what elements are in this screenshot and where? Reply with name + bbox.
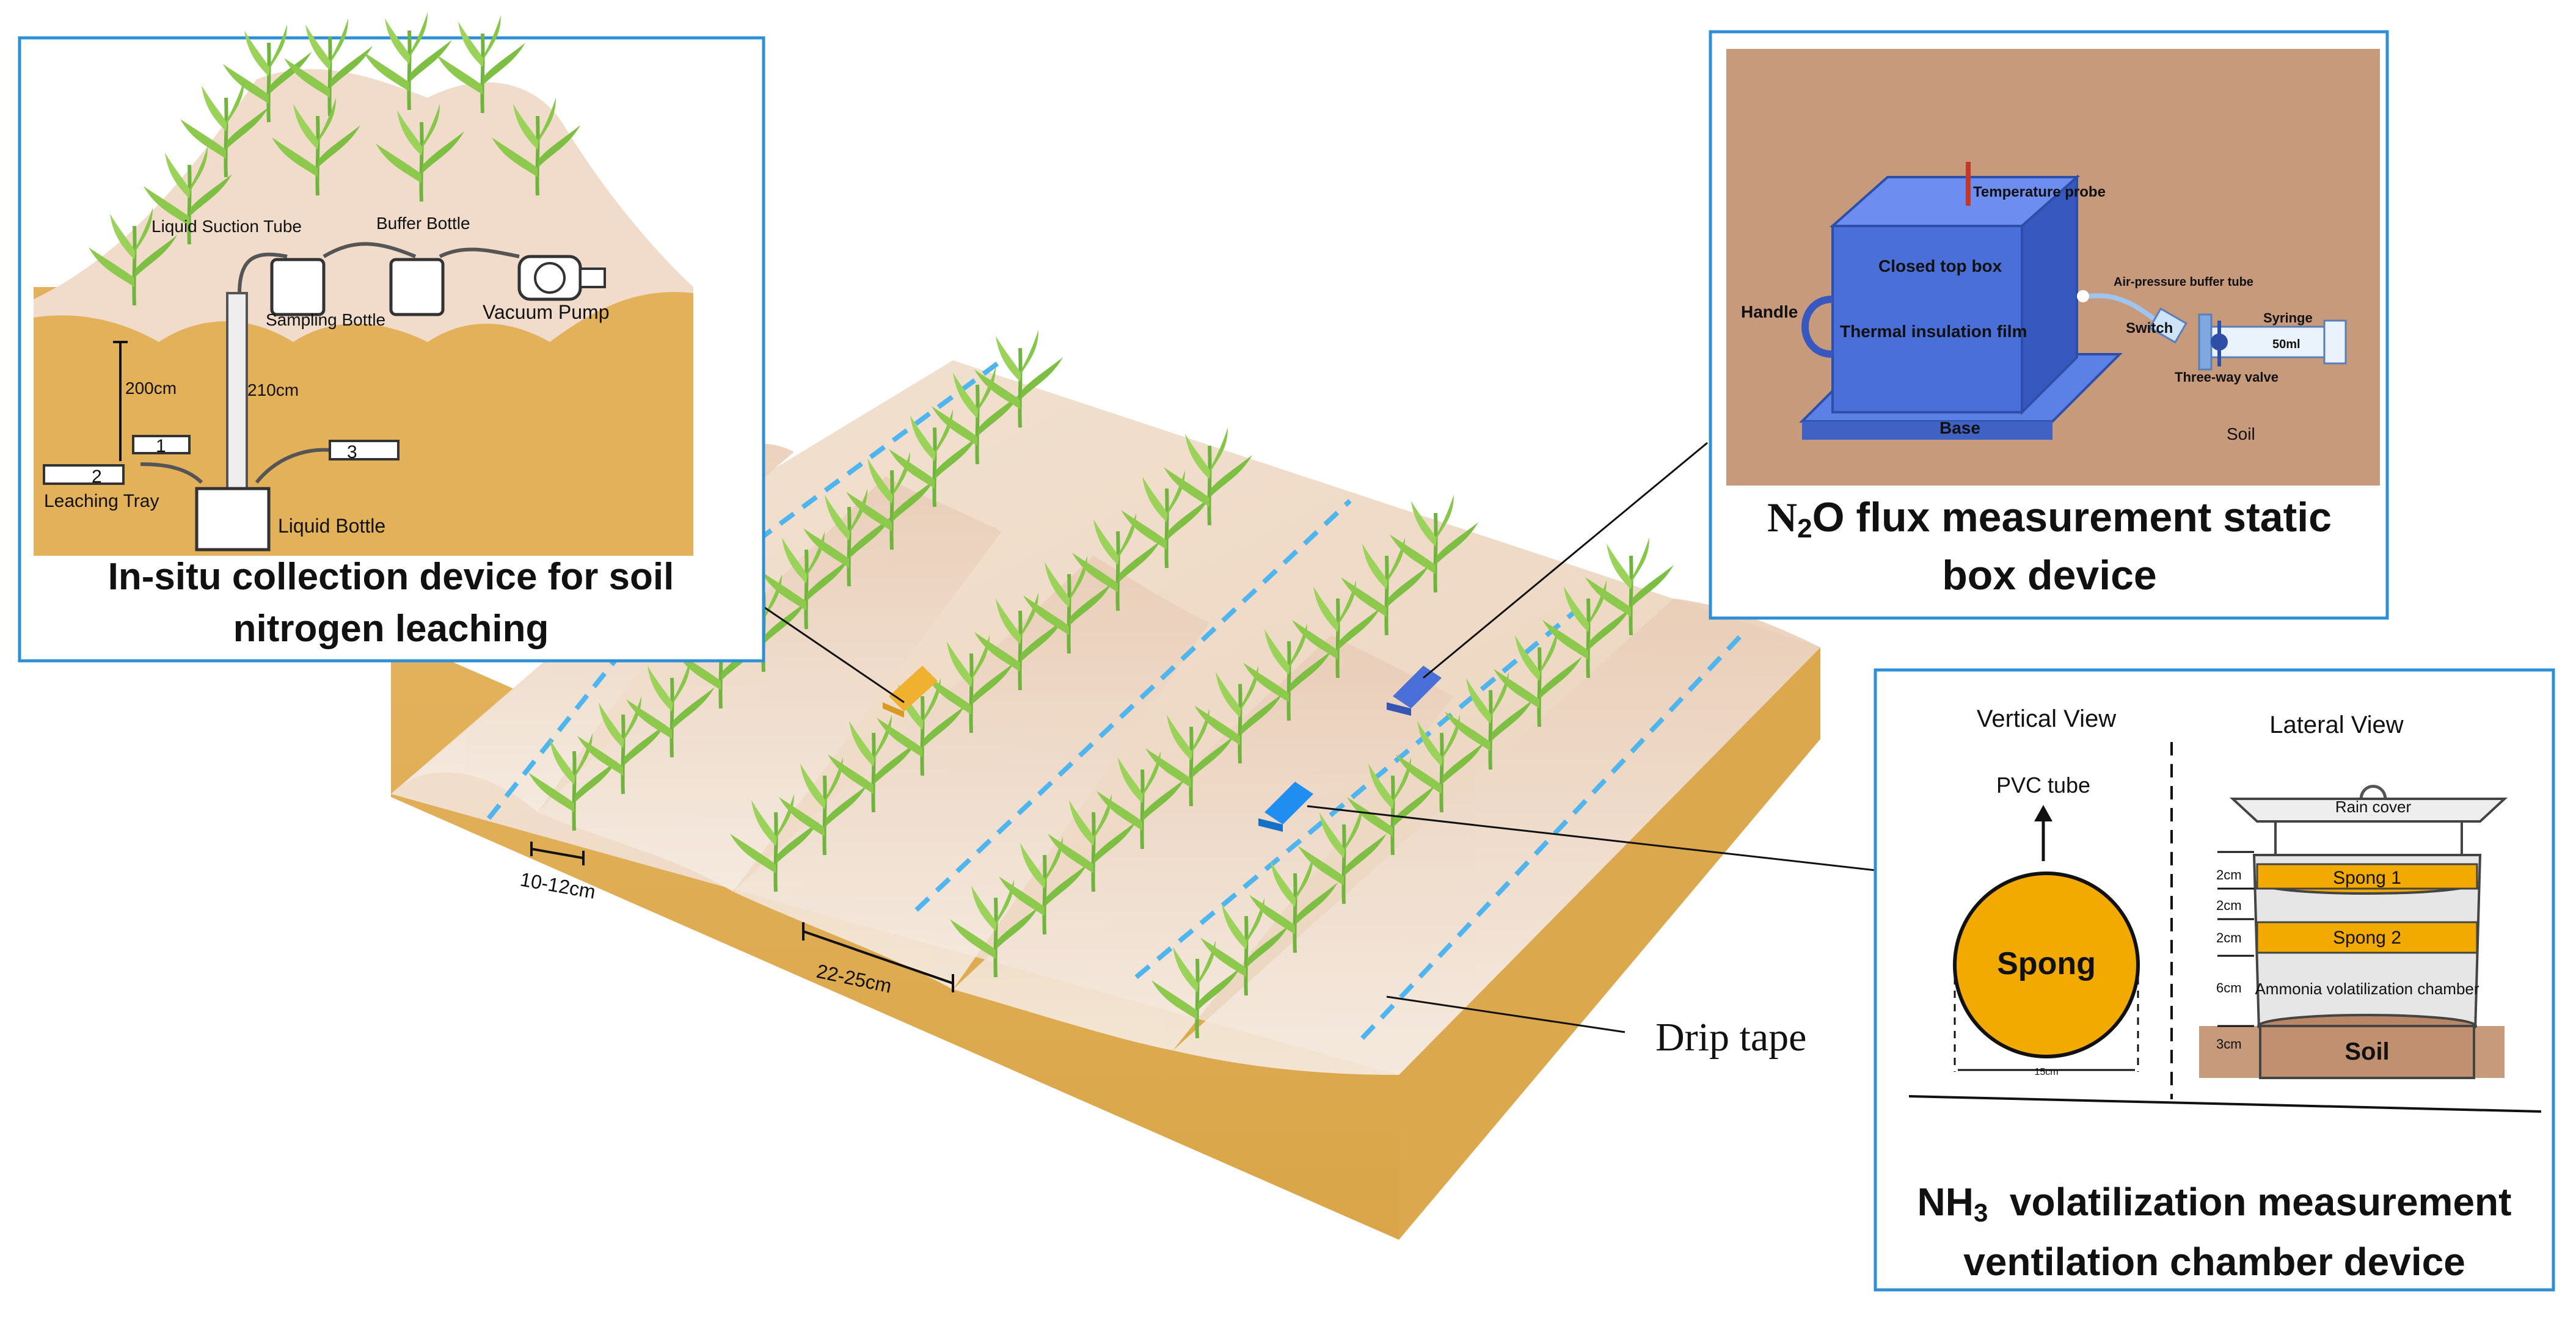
- label-dim-4: 6cm: [2216, 980, 2242, 995]
- vertical-view-title: Vertical View: [1977, 705, 2116, 732]
- label-syringe: Syringe: [2263, 310, 2313, 326]
- rain-cover: [2229, 798, 2508, 823]
- ridge-mounds: [391, 443, 1820, 1075]
- label-diameter: 15cm: [2034, 1067, 2058, 1077]
- label-temperature-probe: Temperature probe: [1973, 184, 2106, 200]
- label-dim-1: 2cm: [2216, 867, 2242, 882]
- label-base: Base: [1939, 418, 1980, 437]
- label-thermal-insulation-film: Thermal insulation film: [1840, 322, 2027, 341]
- dimension-row-spacing: [802, 922, 954, 992]
- drip-tape-line: [1360, 627, 1749, 1040]
- drip-tape-line: [914, 499, 1352, 912]
- label-handle: Handle: [1741, 302, 1798, 321]
- label-liquid-bottle: Liquid Bottle: [278, 515, 385, 537]
- label-closed-top-box: Closed top box: [1878, 257, 2002, 275]
- label-dim-5: 3cm: [2216, 1036, 2242, 1052]
- leaching-tray-2: [43, 464, 125, 485]
- buffer-bottle: [389, 258, 445, 316]
- sponge-2: [2256, 921, 2478, 954]
- vacuum-pump: [517, 255, 606, 301]
- liquid-bottle: [195, 487, 271, 551]
- dimension-row-width: [530, 842, 585, 865]
- n2o-panel: Temperature probe Closed top box Thermal…: [1709, 30, 2389, 620]
- field-side-face: [1399, 647, 1820, 1240]
- label-depth-210: 210cm: [247, 380, 299, 399]
- lateral-view-title: Lateral View: [2269, 711, 2404, 738]
- pvc-tube-arrowhead: [2034, 805, 2052, 821]
- label-air-pressure-buffer-tube: Air-pressure buffer tube: [2114, 275, 2253, 289]
- chamber-lateral: [2199, 785, 2508, 1079]
- nh3-ground-line: [1908, 1095, 2542, 1113]
- n2o-static-box: [1799, 162, 2347, 440]
- nh3-caption-line1: NH3 volatilization measurement: [1917, 1180, 2512, 1227]
- field-device-nh3: [1258, 782, 1313, 832]
- sponge-top-view: [1953, 872, 2140, 1058]
- leader-nh3: [1307, 805, 1876, 872]
- label-rain-cover: Rain cover: [2335, 798, 2412, 816]
- n2o-caption-line1: N2O flux measurement static: [1767, 494, 2332, 544]
- leader-n2o: [1423, 442, 1708, 679]
- leaching-tray-1: [132, 435, 191, 454]
- label-tray-3: 3: [347, 442, 357, 462]
- label-depth-200: 200cm: [125, 379, 177, 398]
- liquid-suction-tube: [226, 292, 248, 490]
- label-tray-1: 1: [156, 436, 166, 456]
- nh3-panel: Vertical View Lateral View PVC tube Spon…: [1874, 668, 2555, 1292]
- leader-leaching: [751, 597, 905, 704]
- n2o-caption-line2: box device: [1942, 552, 2157, 599]
- label-three-way-valve: Three-way valve: [2175, 369, 2279, 385]
- label-switch: Switch: [2126, 320, 2173, 337]
- label-spong-top: Spong: [1997, 946, 2096, 981]
- label-soil-n2o: Soil: [2227, 424, 2255, 443]
- drip-tape-leader: [1386, 995, 1626, 1033]
- field-device-n2o: [1387, 666, 1442, 716]
- drip-tape-line: [486, 481, 760, 820]
- label-chamber: Ammonia volatilization chamber: [2255, 980, 2479, 998]
- label-syringe-volume: 50ml: [2272, 338, 2301, 351]
- label-tray-2: 2: [92, 467, 102, 487]
- label-buffer-bottle: Buffer Bottle: [376, 214, 470, 233]
- nh3-caption-line2: ventilation chamber device: [1963, 1240, 2465, 1284]
- label-spong-1: Spong 1: [2333, 868, 2401, 888]
- leaching-caption-line1: In-situ collection device for soil: [108, 556, 674, 598]
- leaching-caption-line2: nitrogen leaching: [233, 608, 549, 650]
- depth-line: [113, 341, 128, 461]
- sampling-bottle: [270, 258, 326, 316]
- drip-tape-label: Drip tape: [1655, 1015, 1806, 1060]
- label-pvc-tube: PVC tube: [1996, 773, 2090, 798]
- lateral-dim-marks: [2217, 851, 2254, 1027]
- label-soil-nh3: Soil: [2344, 1038, 2389, 1065]
- leaching-tray-3: [329, 440, 400, 460]
- label-dim-3: 2cm: [2216, 930, 2242, 945]
- leaching-tubing: [140, 242, 520, 484]
- label-sampling-bottle: Sampling Bottle: [266, 310, 385, 329]
- label-leaching-tray: Leaching Tray: [44, 491, 159, 511]
- label-dim-2: 2cm: [2216, 898, 2242, 913]
- diameter-marker: [1954, 977, 2139, 1072]
- label-liquid-suction-tube: Liquid Suction Tube: [151, 217, 302, 236]
- label-spong-2: Spong 2: [2333, 928, 2401, 948]
- label-vacuum-pump: Vacuum Pump: [483, 301, 610, 323]
- drip-tape-line: [1134, 608, 1578, 980]
- leaching-panel: Liquid Suction Tube Buffer Bottle Sampli…: [18, 12, 765, 663]
